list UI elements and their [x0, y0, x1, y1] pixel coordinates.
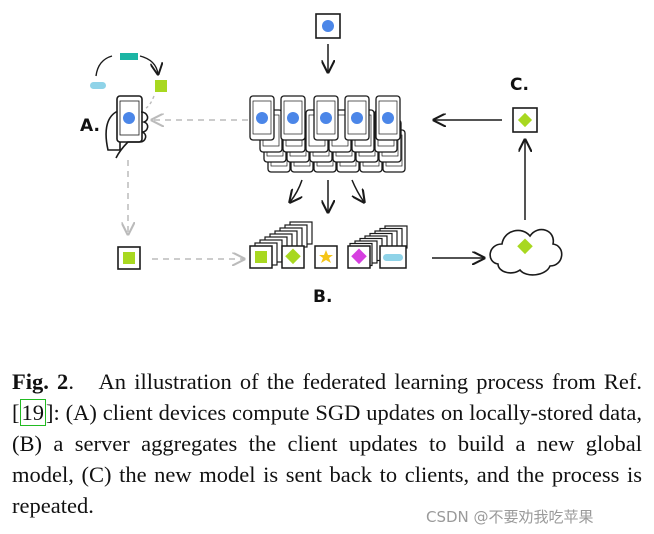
global-model-icon — [315, 13, 341, 39]
figure-caption: Fig. 2. An illustration of the federated… — [12, 366, 642, 521]
client-phone-icon — [375, 95, 401, 141]
update-pill-lightblue — [379, 245, 407, 269]
caption-sep: . — [68, 369, 74, 394]
client-phone-icon — [280, 95, 306, 141]
label-c: C. — [510, 75, 529, 95]
update-diamond-magenta — [347, 245, 371, 269]
client-phone-icon — [313, 95, 339, 141]
cloud-server-icon — [489, 228, 563, 276]
client-devices-cluster — [249, 95, 406, 173]
caption-fig-label: Fig. 2 — [12, 369, 69, 394]
update-square-green — [249, 245, 273, 269]
caption-text-before-ref: An illustration of the federated learnin… — [12, 369, 642, 425]
local-training-cycle — [90, 53, 167, 109]
update-star-yellow — [314, 245, 338, 269]
label-a: A. — [80, 116, 100, 136]
client-phone-in-hand-icon — [105, 95, 149, 159]
label-b: B. — [313, 287, 332, 307]
update-diamond-green — [281, 245, 305, 269]
federated-learning-diagram: B. C. A. — [80, 13, 563, 307]
new-model-icon — [512, 107, 538, 133]
arrow-devices-to-updates-left — [290, 179, 302, 202]
update-stacks — [249, 221, 408, 269]
client-phone-icon — [344, 95, 370, 141]
client-phone-icon — [249, 95, 275, 141]
arrow-devices-to-updates-right — [351, 179, 364, 202]
citation-link[interactable]: 19 — [19, 399, 46, 426]
watermark: CSDN @不要劝我吃苹果 — [426, 508, 594, 526]
caption-text-after-ref: ]: (A) client devices compute SGD update… — [12, 400, 642, 518]
client-update-icon — [117, 246, 141, 270]
